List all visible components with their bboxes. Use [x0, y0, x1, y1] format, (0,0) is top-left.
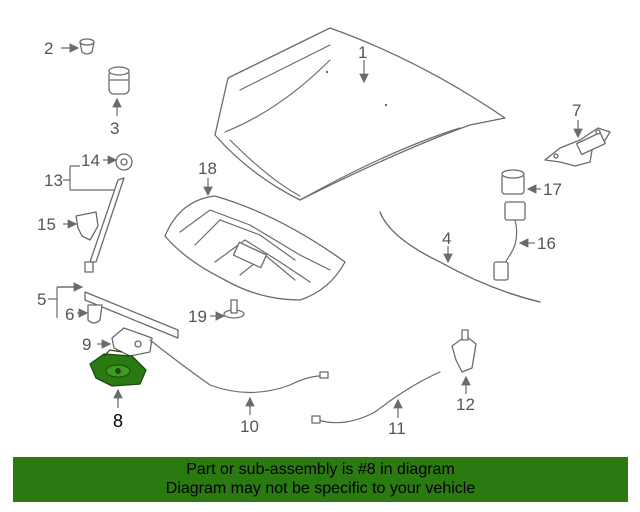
callout-15: 15 — [37, 215, 56, 234]
callout-12: 12 — [456, 395, 475, 414]
callout-3: 3 — [110, 119, 119, 138]
callout-7: 7 — [572, 101, 581, 120]
prop-rod-holder — [75, 211, 99, 241]
callout-8: 8 — [113, 411, 123, 431]
hood-panel — [214, 27, 506, 201]
hood-release-cable-rear — [311, 371, 441, 424]
callout-14: 14 — [81, 151, 100, 170]
hood-insulator — [164, 195, 346, 301]
callout-1: 1 — [358, 43, 367, 62]
callout-11: 11 — [388, 419, 406, 438]
callout-18: 18 — [198, 159, 217, 178]
hood-switch-harness — [493, 201, 526, 281]
hood-release-handle — [451, 329, 477, 373]
hood-switch-cap — [501, 169, 525, 195]
callout-6: 6 — [65, 305, 74, 324]
hood-bumper-stop — [108, 66, 130, 95]
callout-9: 9 — [82, 335, 91, 354]
diagram-note-banner: Part or sub-assembly is #8 in diagram Di… — [13, 457, 628, 502]
banner-line-disclaimer: Diagram may not be specific to your vehi… — [165, 480, 476, 497]
callout-16: 16 — [537, 234, 556, 253]
hood-weatherstrip — [379, 211, 541, 303]
callout-17: 17 — [543, 180, 562, 199]
hood-hinge — [544, 127, 611, 167]
callout-5: 5 — [37, 290, 46, 309]
latch-bracket — [111, 327, 153, 357]
parts-diagram: 1 2 3 14 13 15 18 — [37, 27, 611, 438]
callout-13: 13 — [44, 171, 63, 190]
hood-seal-strip — [84, 291, 179, 339]
hood-bumper-cap — [79, 38, 95, 55]
callout-19: 19 — [188, 307, 207, 326]
insulator-clip — [223, 299, 245, 319]
callout-10: 10 — [240, 417, 259, 436]
hood-latch-highlighted — [89, 349, 147, 387]
hood-prop-rod — [84, 153, 133, 273]
callout-4: 4 — [442, 229, 451, 248]
banner-line-part-number: Part or sub-assembly is #8 in diagram — [186, 461, 455, 478]
hood-release-cable — [149, 339, 329, 394]
callout-2: 2 — [44, 39, 53, 58]
